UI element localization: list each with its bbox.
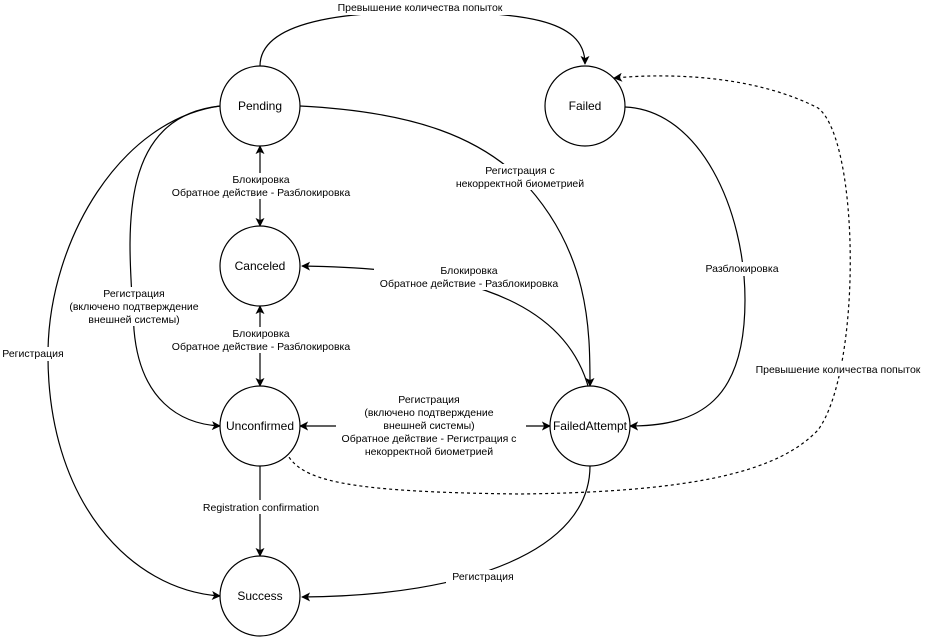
label-line: Обратное действие - Разблокировка bbox=[172, 187, 351, 199]
label-pending-to-failedattempt: Регистрация с некорректной биометрией bbox=[452, 164, 588, 190]
label-line: Превышение количества попыток bbox=[756, 364, 921, 376]
label-pending-canceled: Блокировка Обратное действие - Разблокир… bbox=[168, 173, 354, 199]
node-canceled: Canceled bbox=[219, 225, 301, 307]
label-line: Обратное действие - Разблокировка bbox=[172, 341, 351, 353]
label-line: Блокировка bbox=[232, 174, 289, 186]
label-line: некорректной биометрией bbox=[456, 178, 584, 190]
node-failed: Failed bbox=[544, 65, 626, 147]
label-line: внешней системы) bbox=[88, 314, 179, 326]
edge-failedattempt-to-failed bbox=[285, 72, 851, 495]
edge-failedattempt-to-success bbox=[301, 465, 591, 602]
label-failedattempt-to-success: Регистрация bbox=[446, 570, 520, 584]
node-failed-attempt-label: FailedAttempt bbox=[553, 419, 628, 433]
label-canceled-unconfirmed: Блокировка Обратное действие - Разблокир… bbox=[168, 327, 354, 353]
label-line: Блокировка bbox=[440, 265, 497, 277]
node-unconfirmed: Unconfirmed bbox=[219, 385, 301, 467]
label-line: Регистрация bbox=[103, 288, 164, 300]
node-pending-label: Pending bbox=[238, 99, 282, 113]
label-pending-to-unconfirmed: Регистрация (включено подтверждение внеш… bbox=[68, 287, 204, 326]
label-line: Блокировка bbox=[232, 328, 289, 340]
node-success-label: Success bbox=[237, 589, 282, 603]
label-line: Обратное действие - Разблокировка bbox=[380, 278, 559, 290]
label-line: некорректной биометрией bbox=[365, 446, 493, 458]
node-unconfirmed-label: Unconfirmed bbox=[226, 419, 294, 433]
label-line: Превышение количества попыток bbox=[338, 2, 503, 14]
label-line: Обратное действие - Регистрация с bbox=[342, 433, 517, 445]
label-line: Регистрация bbox=[2, 348, 63, 360]
node-canceled-label: Canceled bbox=[235, 259, 286, 273]
label-line: Регистрация bbox=[398, 394, 459, 406]
label-line: Разблокировка bbox=[705, 263, 778, 275]
label-failed-to-failedattempt: Разблокировка bbox=[702, 262, 782, 276]
node-failed-attempt: FailedAttempt bbox=[549, 385, 631, 467]
label-line: Регистрация bbox=[452, 571, 513, 583]
edge-pending-to-unconfirmed bbox=[129, 105, 221, 431]
label-unconfirmed-failedattempt: Регистрация (включено подтверждение внеш… bbox=[336, 393, 526, 459]
label-failedattempt-to-canceled: Блокировка Обратное действие - Разблокир… bbox=[374, 264, 564, 290]
label-pending-to-failed: Превышение количества попыток bbox=[330, 1, 510, 15]
edge-pending-to-failed bbox=[259, 11, 590, 67]
label-line: Registration confirmation bbox=[203, 502, 319, 514]
edge-failed-to-failedattempt bbox=[624, 106, 746, 431]
node-success: Success bbox=[219, 555, 301, 637]
label-line: (включено подтверждение bbox=[69, 301, 198, 313]
node-pending: Pending bbox=[219, 65, 301, 147]
label-unconfirmed-to-success: Registration confirmation bbox=[198, 500, 324, 514]
label-pending-to-success: Регистрация bbox=[0, 347, 68, 361]
label-line: Регистрация с bbox=[485, 165, 555, 177]
label-line: (включено подтверждение bbox=[364, 407, 493, 419]
edge-failedattempt-to-canceled bbox=[301, 261, 589, 387]
node-failed-label: Failed bbox=[569, 99, 602, 113]
label-failedattempt-to-failed: Превышение количества попыток bbox=[752, 362, 924, 376]
label-line: внешней системы) bbox=[383, 420, 474, 432]
